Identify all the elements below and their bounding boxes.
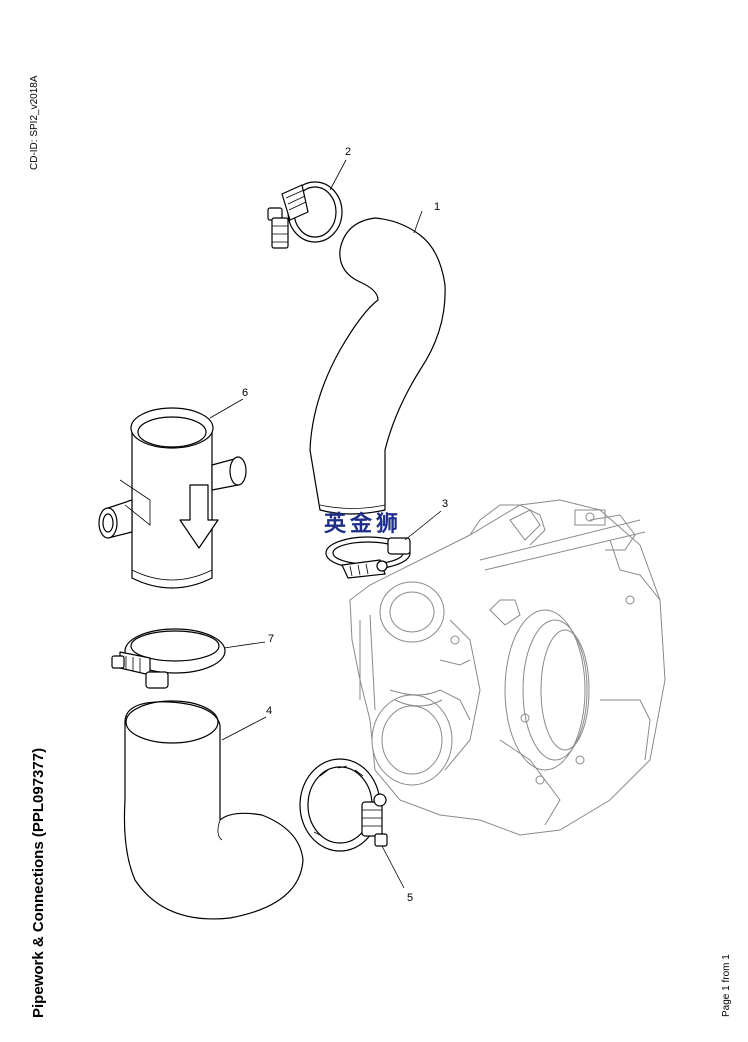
document-title: Pipework & Connections (PPL097377) [30, 747, 47, 1018]
leader-lines [209, 159, 442, 889]
part-5-hose-clamp [299, 758, 388, 852]
page-number: Page 1 from 1 [721, 954, 732, 1017]
callout-5: 5 [407, 892, 413, 904]
part-7-hose-clamp [111, 628, 226, 689]
document-id: CD-ID: SPI2_v2018A [29, 75, 40, 171]
part-3-hose-clamp [325, 536, 411, 579]
callout-3: 3 [442, 498, 448, 510]
part-1-upper-hose [309, 217, 446, 515]
callout-4: 4 [266, 705, 272, 717]
callout-1: 1 [434, 201, 440, 213]
turbocharger-assembly [349, 499, 666, 836]
callout-2: 2 [345, 146, 351, 158]
callout-6: 6 [242, 387, 248, 399]
callout-7: 7 [268, 633, 274, 645]
part-2-hose-clamp [267, 181, 343, 249]
part-4-elbow-hose [123, 700, 304, 920]
watermark-text: 英金狮 [324, 512, 403, 537]
part-6-connector-pipe [98, 407, 247, 589]
